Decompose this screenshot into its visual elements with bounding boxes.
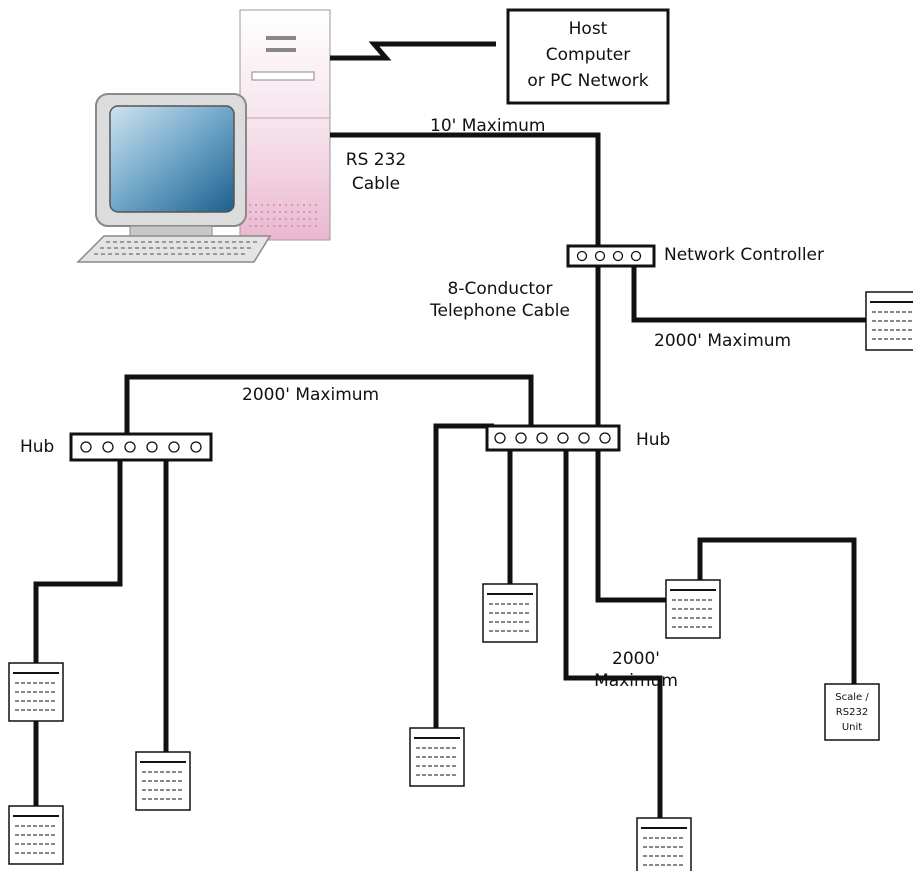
scale-label-line-2: RS232 [836, 707, 868, 718]
hub-right-label: Hub [636, 430, 670, 450]
hub-link-2000-max-label: 2000' Maximum [242, 385, 379, 405]
host-label-line-3: or PC Network [527, 71, 648, 91]
terminal-left-b [8, 805, 64, 865]
controller-2000-max-label: 2000' Maximum [654, 331, 791, 351]
hub-drop-1 [433, 423, 494, 730]
hub-left-label: Hub [20, 437, 54, 457]
ten-foot-max-label: 10' Maximum [430, 116, 545, 136]
host-label-line-2: Computer [546, 45, 631, 65]
tower-case [239, 9, 331, 241]
modem-link-cable [330, 41, 496, 61]
terminal-hub-b [665, 579, 721, 639]
host-computer-box: Host Computer or PC Network [506, 8, 670, 105]
left-hub-drop-1 [33, 460, 123, 808]
hub-drop-3 [563, 450, 663, 820]
keyboard [76, 235, 272, 263]
host-label-line-1: Host [569, 19, 608, 39]
terminal-controller [865, 291, 913, 351]
controller-to-terminal-cable [631, 264, 866, 323]
hub-right [485, 424, 621, 452]
terminal-hub-c [409, 727, 465, 787]
hub-left [69, 432, 213, 462]
terminal-hub-d [636, 817, 692, 871]
network-controller-label: Network Controller [664, 245, 824, 265]
terminal-hub-a [482, 583, 538, 643]
terminal-left-a [8, 662, 64, 722]
rs232-label-line-2: Cable [352, 174, 400, 194]
scale-label-line-3: Unit [842, 722, 862, 733]
hub-drop-4 [595, 450, 666, 603]
scale-label-line-1: Scale / [835, 692, 869, 703]
hub-to-hub-cable [124, 374, 534, 434]
drop-2000-label-line-1: 2000' [612, 649, 660, 669]
scale-rs232-unit: Scale / RS232 Unit [824, 683, 880, 741]
computer-illustration [76, 9, 331, 263]
scale-unit-cable [697, 537, 857, 685]
network-controller [566, 244, 656, 268]
rs232-label-line-1: RS 232 [346, 150, 406, 170]
rs232-cable [330, 132, 601, 246]
monitor [95, 93, 247, 237]
drop-2000-label-line-2: Maximum [594, 671, 678, 691]
cables [33, 41, 866, 820]
telephone-cable-label-line-2: Telephone Cable [429, 301, 570, 321]
labels: 10' Maximum RS 232 Cable Network Control… [20, 116, 824, 691]
telephone-cable-label-line-1: 8-Conductor [448, 279, 553, 299]
terminal-left-c [135, 751, 191, 811]
